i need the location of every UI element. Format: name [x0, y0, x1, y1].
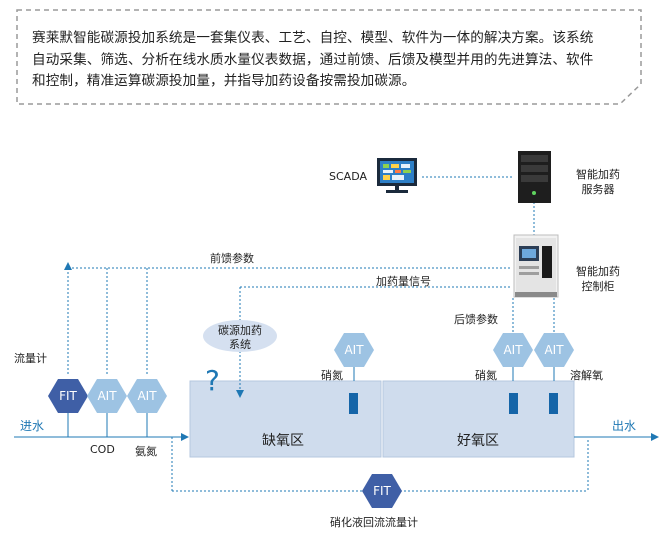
inlet-label: 进水 — [20, 419, 45, 433]
server-label: 智能加药 服务器 — [568, 167, 628, 197]
ait-nitrate-aerobic-hexagon — [493, 333, 533, 367]
recycle-flowmeter-label: 硝化液回流流量计 — [330, 516, 418, 529]
scada-monitor-icon — [377, 158, 417, 193]
flowmeter-label: 流量计 — [14, 352, 47, 365]
feedforward-label: 前馈参数 — [210, 252, 254, 265]
ait-ammonia-label: AIT — [137, 389, 157, 403]
carbon-dosing-label-line-1: 碳源加药 — [218, 324, 262, 337]
aerobic-zone-tank — [382, 380, 575, 458]
nitrate-aerobic-label: 硝氮 — [475, 369, 497, 382]
description-text: 赛莱默智能碳源投加系统是一套集仪表、工艺、自控、模型、软件为一体的解决方案。该系… — [32, 28, 632, 93]
feedforward-arrowhead — [64, 262, 72, 270]
carbon-dosing-bubble — [203, 320, 277, 352]
cabinet-label-line-1: 智能加药 — [576, 265, 620, 278]
aerobic-zone-label: 好氧区 — [457, 433, 499, 449]
cod-label: COD — [90, 443, 115, 456]
carbon-dosing-label-line-2: 系统 — [229, 338, 251, 351]
ammonia-label: 氨氮 — [135, 445, 157, 458]
description-line-2: 自动采集、筛选、分析在线水质水量仪表数据，通过前馈、后馈及模型并用的先进算法、软… — [32, 51, 594, 68]
anoxic-zone-label: 缺氧区 — [262, 433, 304, 449]
do-probe — [549, 393, 558, 414]
inlet-arrow — [14, 433, 189, 441]
fit-recycle-label: FIT — [373, 484, 391, 498]
dosing-signal-label: 加药量信号 — [376, 275, 431, 288]
ait-do-hexagon — [534, 333, 574, 367]
nitrate-anoxic-label: 硝氮 — [321, 369, 343, 382]
cabinet-label: 智能加药 控制柜 — [568, 264, 628, 294]
ait-ammonia-hexagon — [127, 379, 167, 413]
description-box — [16, 9, 642, 105]
ait-nitrate-aerobic-label: AIT — [503, 343, 523, 357]
ait-cod-hexagon — [87, 379, 127, 413]
fit-recycle-hexagon — [362, 474, 402, 508]
ait-nitrate-anoxic-label: AIT — [344, 343, 364, 357]
description-line-1: 赛莱默智能碳源投加系统是一套集仪表、工艺、自控、模型、软件为一体的解决方案。该系… — [32, 30, 594, 46]
control-cabinet-icon — [513, 234, 559, 298]
dosing-signal-arrowhead — [236, 390, 244, 398]
scada-label: SCADA — [329, 170, 367, 183]
ait-do-label: AIT — [544, 343, 564, 357]
ait-cod-label: AIT — [97, 389, 117, 403]
server-icon — [518, 151, 551, 203]
cabinet-label-line-2: 控制柜 — [581, 280, 615, 293]
fit-inlet-hexagon — [48, 379, 88, 413]
description-line-3: 和控制，精准运算碳源投加量，并指导加药设备按需投加碳源。 — [32, 73, 416, 89]
feedback-label: 后馈参数 — [454, 313, 498, 326]
server-label-line-2: 服务器 — [581, 183, 615, 196]
carbon-dosing-label: 碳源加药 系统 — [205, 324, 275, 352]
question-mark: ? — [205, 364, 220, 397]
fit-inlet-label: FIT — [59, 389, 77, 403]
nitrate-probe-anoxic — [349, 393, 358, 414]
outlet-arrow — [574, 433, 659, 441]
server-label-line-1: 智能加药 — [576, 168, 620, 181]
dissolved-oxygen-label: 溶解氧 — [570, 369, 603, 382]
outlet-label: 出水 — [612, 419, 637, 433]
ait-nitrate-anoxic-hexagon — [334, 333, 374, 367]
nitrate-probe-aerobic — [509, 393, 518, 414]
